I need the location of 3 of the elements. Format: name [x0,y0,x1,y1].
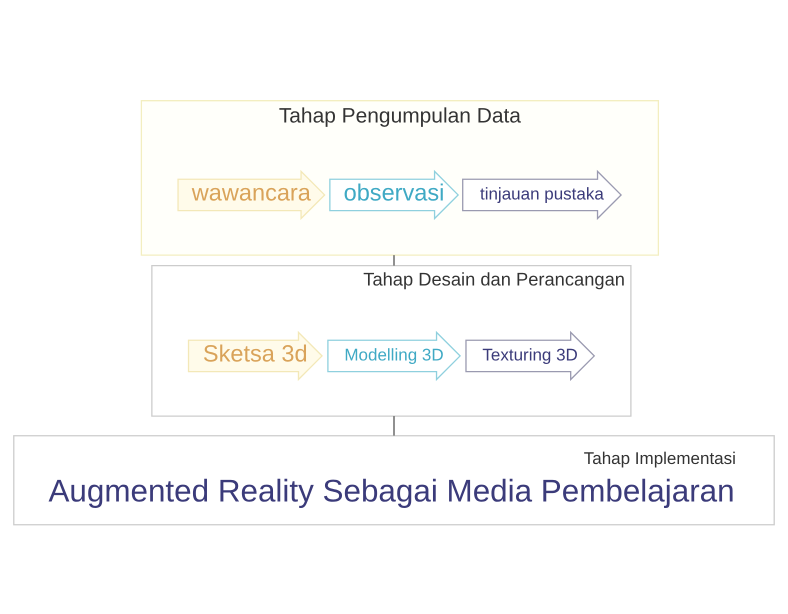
connector [393,416,395,436]
node-box: Tahap Implementasi Augmented Reality Sebagai Media Pembelajaran [13,434,775,525]
connector [393,254,395,266]
